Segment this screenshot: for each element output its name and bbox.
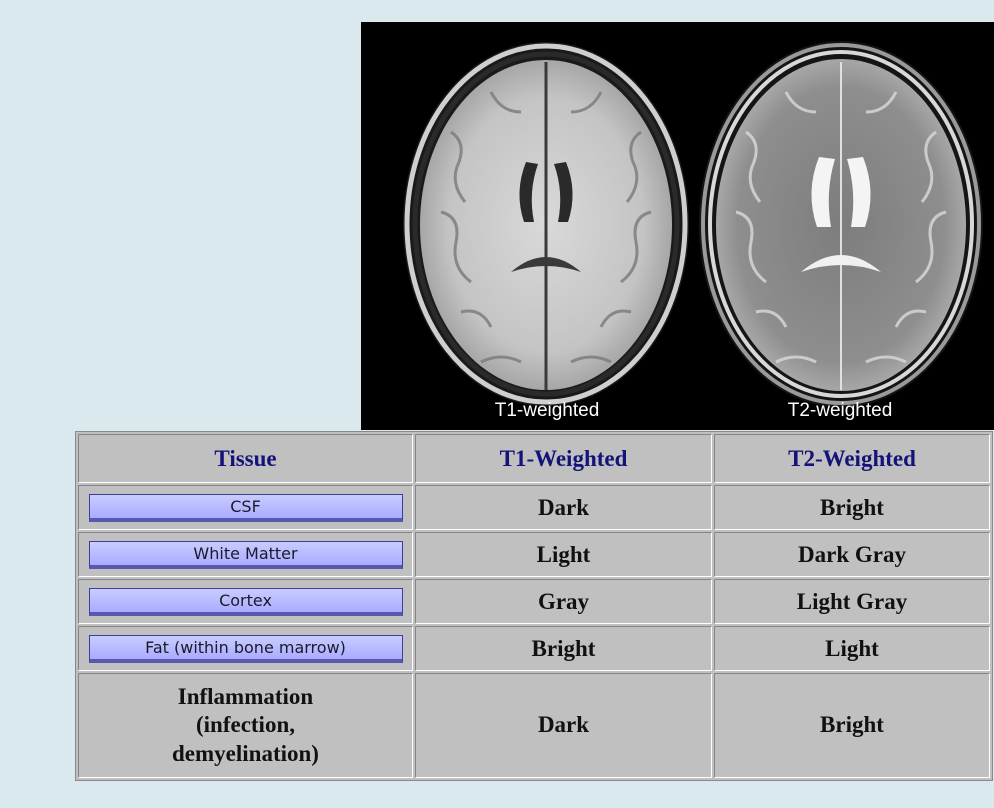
t1-value-cell: Bright [415,626,712,671]
tissue-label-line: demyelination) [172,740,319,766]
t1-value-cell: Light [415,532,712,577]
table-row: White Matter Light Dark Gray [78,532,990,577]
tissue-label-line: (infection, [195,712,295,738]
mri-scans-graphic [403,41,983,407]
header-t1-weighted: T1-Weighted [415,434,712,483]
tissue-button-cortex[interactable]: Cortex [88,587,403,616]
tissue-label-line: Inflammation [177,684,314,710]
table-header-row: Tissue T1-Weighted T2-Weighted [78,434,990,483]
tissue-cell: White Matter [78,532,413,577]
table-row: Fat (within bone marrow) Bright Light [78,626,990,671]
table-row: Cortex Gray Light Gray [78,579,990,624]
tissue-contrast-table: Tissue T1-Weighted T2-Weighted CSF Dark … [75,431,993,781]
t2-value-cell: Light Gray [714,579,990,624]
t2-scan [699,41,983,407]
tissue-cell: Cortex [78,579,413,624]
t2-caption: T2-weighted [787,400,893,421]
t1-caption: T1-weighted [494,400,600,421]
t1-value-cell: Dark [415,673,712,778]
t1-scan [403,42,689,406]
t1-value-cell: Dark [415,485,712,530]
tissue-button-csf[interactable]: CSF [88,493,403,522]
t2-value-cell: Dark Gray [714,532,990,577]
t1-value-cell: Gray [415,579,712,624]
tissue-cell: CSF [78,485,413,530]
t2-value-cell: Light [714,626,990,671]
tissue-button-white-matter[interactable]: White Matter [88,540,403,569]
header-t2-weighted: T2-Weighted [714,434,990,483]
table-row: CSF Dark Bright [78,485,990,530]
mri-comparison-image: T1-weighted T2-weighted [361,22,994,430]
t2-value-cell: Bright [714,485,990,530]
tissue-button-fat[interactable]: Fat (within bone marrow) [88,634,403,663]
table-row: Inflammation (infection, demyelination) … [78,673,990,778]
tissue-cell-inflammation: Inflammation (infection, demyelination) [78,673,413,778]
header-tissue: Tissue [78,434,413,483]
tissue-cell: Fat (within bone marrow) [78,626,413,671]
t2-value-cell: Bright [714,673,990,778]
